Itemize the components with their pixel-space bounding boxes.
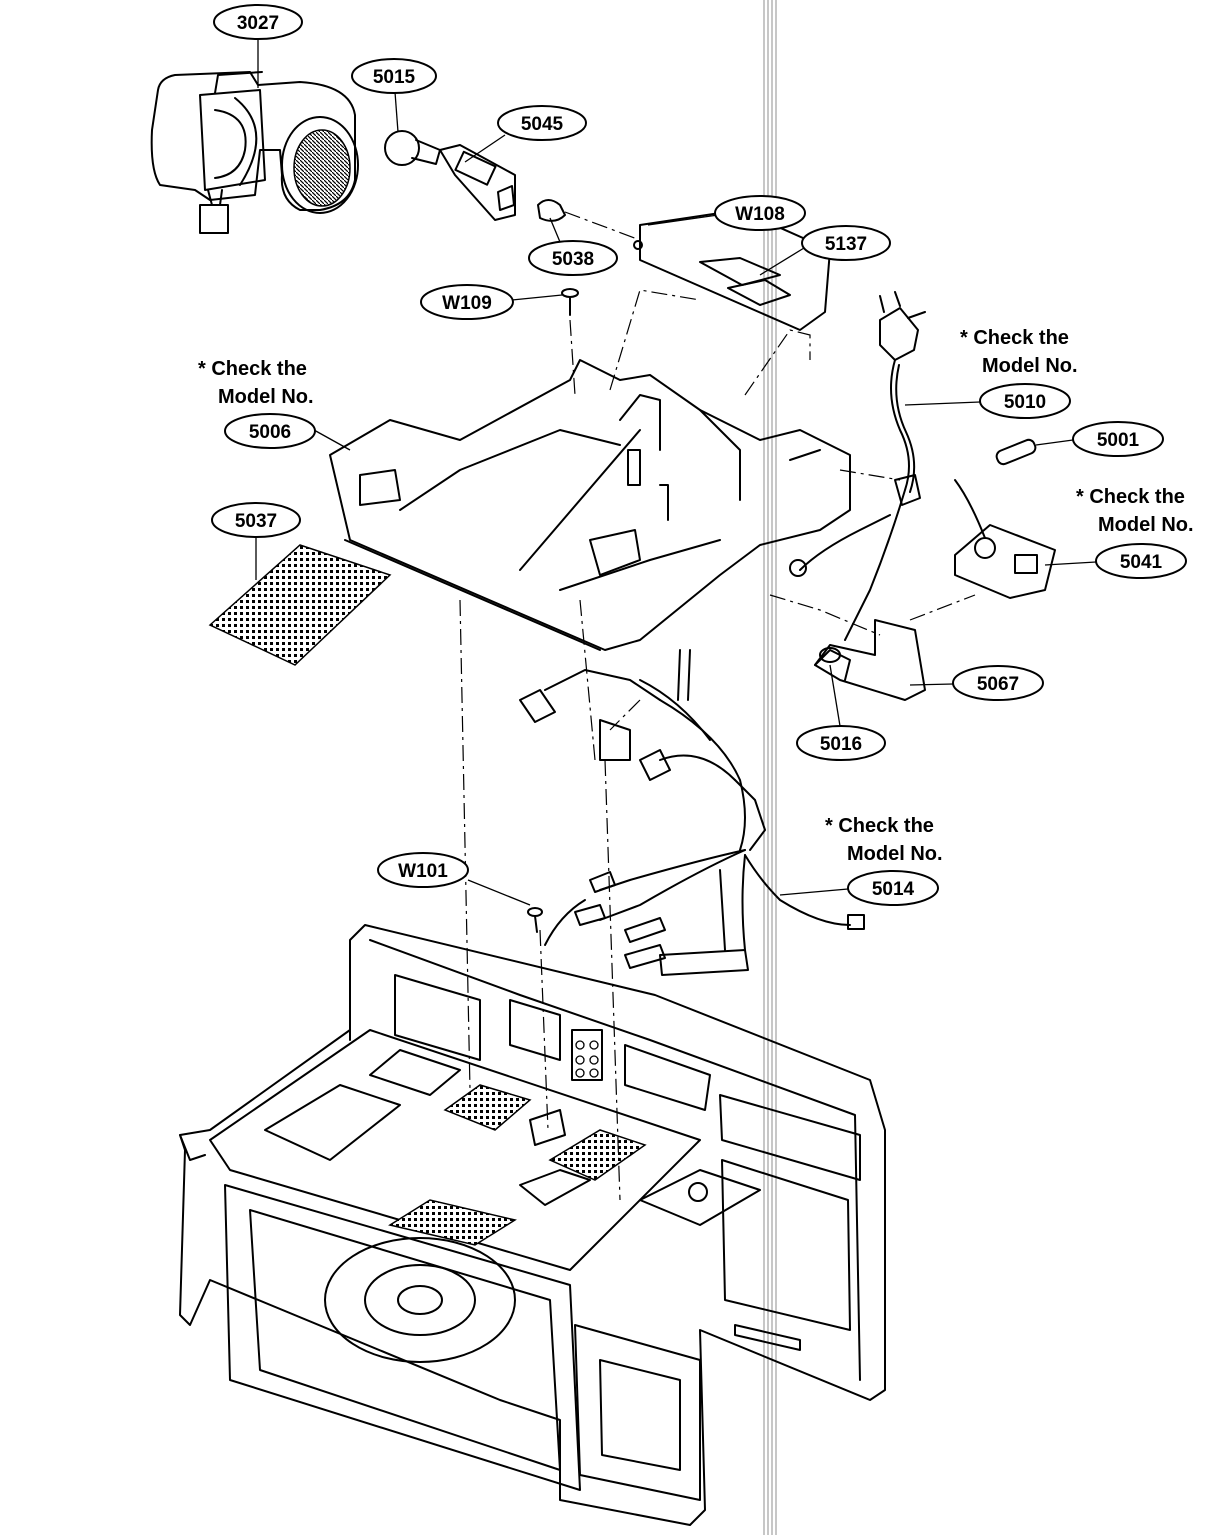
check-model-note-4: * Check the Model No. (825, 815, 943, 865)
note-line-2: Model No. (218, 386, 314, 408)
callout-5037: 5037 (211, 502, 301, 580)
lamp-bulb (384, 130, 441, 166)
note-line-1: * Check the (960, 327, 1069, 349)
callout-label: 5001 (1097, 430, 1140, 451)
bracket-and-cutout (789, 514, 926, 701)
note-line-2: Model No. (847, 843, 943, 865)
power-cord (844, 291, 926, 641)
callout-label: 5045 (521, 114, 564, 135)
callout-5006: 5006 (224, 413, 351, 451)
note-line-2: Model No. (1098, 514, 1194, 536)
assembly-lines (459, 289, 976, 1201)
callout-W101: W101 (377, 852, 531, 906)
callout-label: 5137 (825, 234, 867, 255)
check-model-note-2: * Check the Model No. (960, 327, 1078, 377)
check-model-note-3: * Check the Model No. (1076, 486, 1194, 536)
callout-label: 5006 (249, 422, 291, 443)
callout-label: 5010 (1004, 392, 1046, 413)
callout-5137: 5137 (759, 225, 891, 276)
blower-fan-assembly (150, 71, 359, 234)
scan-artifact-lines (763, 0, 777, 1535)
callout-5016: 5016 (796, 664, 886, 761)
screw-w101 (527, 907, 543, 933)
note-line-1: * Check the (1076, 486, 1185, 508)
callout-label: 5014 (872, 879, 915, 900)
noise-filter-board (954, 479, 1056, 599)
cavity-base-frame (179, 924, 886, 1526)
callout-label: 3027 (237, 13, 279, 34)
callout-5014: 5014 (779, 870, 939, 906)
note-line-1: * Check the (825, 815, 934, 837)
screw-w109 (561, 288, 579, 316)
callout-label: 5037 (235, 511, 277, 532)
callout-label: 5015 (373, 67, 416, 88)
grease-filter (208, 544, 392, 666)
callout-W109: W109 (420, 284, 563, 320)
check-model-note-1: * Check the Model No. (198, 358, 314, 408)
callout-5015: 5015 (351, 58, 437, 133)
callout-W108: W108 (647, 195, 806, 231)
callout-label: W109 (442, 293, 492, 314)
callout-label: W101 (398, 861, 448, 882)
callout-label: 5041 (1120, 552, 1163, 573)
wiring-harness (519, 649, 865, 976)
callout-3027: 3027 (213, 4, 303, 88)
callout-5010: 5010 (904, 383, 1071, 419)
callout-label: 5016 (820, 734, 862, 755)
callout-5038: 5038 (528, 217, 618, 276)
callout-5001: 5001 (1035, 421, 1164, 457)
air-guide-duct (329, 359, 851, 651)
callout-label: 5067 (977, 674, 1019, 695)
callout-5041: 5041 (1044, 543, 1187, 579)
callout-5067: 5067 (909, 665, 1044, 701)
fuse (995, 438, 1037, 466)
callout-label: W108 (735, 204, 785, 225)
lamp-socket-bracket (439, 144, 516, 221)
note-line-2: Model No. (982, 355, 1078, 377)
control-board-plate (633, 209, 831, 331)
callout-5045: 5045 (464, 105, 587, 163)
lamp-holder-clip (537, 199, 641, 241)
callout-label: 5038 (552, 249, 594, 270)
note-line-1: * Check the (198, 358, 307, 380)
